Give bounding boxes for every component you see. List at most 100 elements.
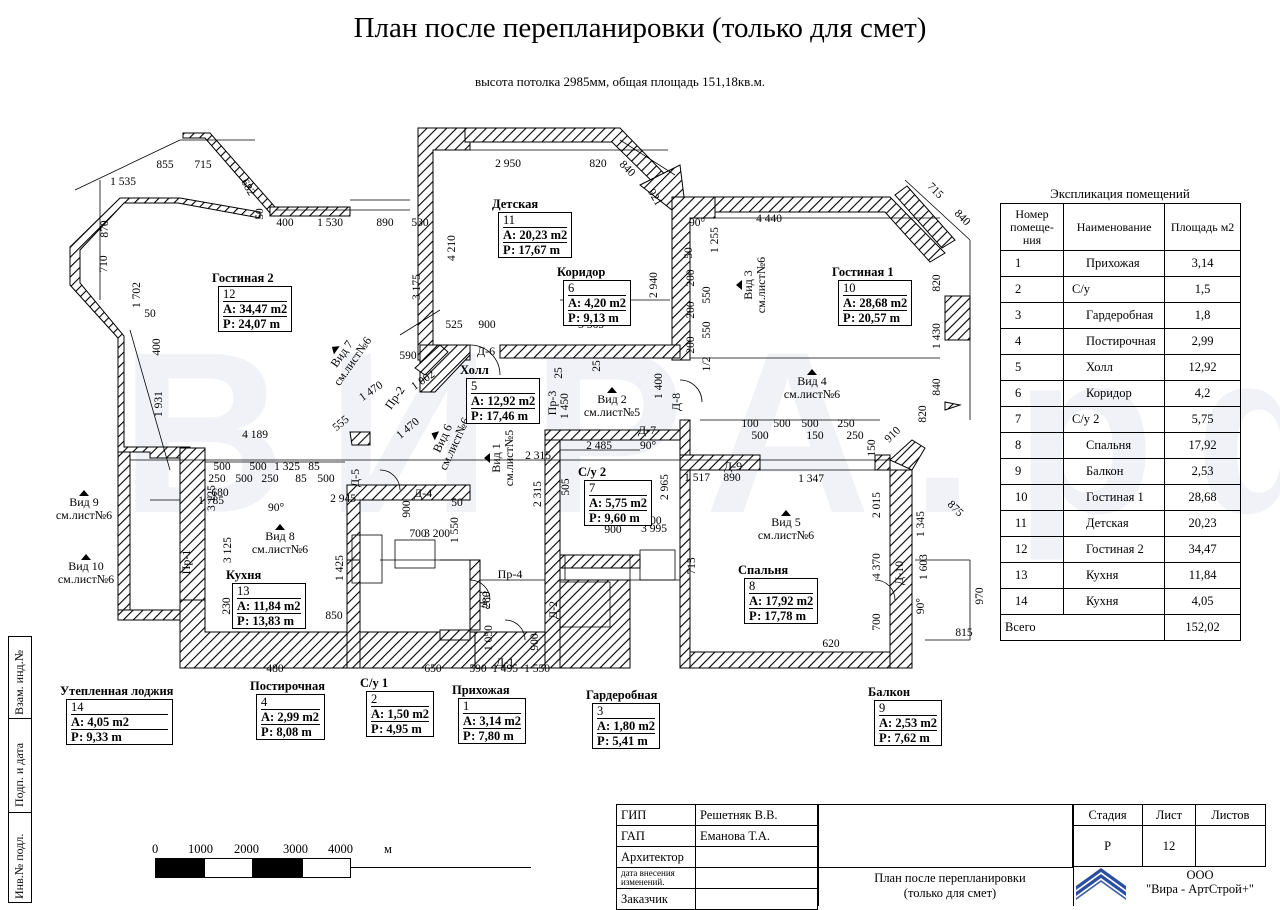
dimension-label: 2 940 [648, 272, 660, 298]
wall-segment [117, 609, 181, 621]
dimension-label: 4 440 [756, 213, 782, 225]
room-name: Гардеробная [586, 688, 658, 702]
dimension-line [129, 329, 171, 471]
room-name: Холл [460, 363, 489, 377]
dimension-label: 620 [822, 638, 840, 650]
room-number: 11 [503, 213, 568, 228]
dimension-label: 715 [686, 557, 698, 575]
dimension-label: 700 [409, 528, 427, 540]
view-arrow-icon [431, 431, 440, 441]
room-perimeter: Р: 20,57 m [843, 311, 901, 325]
dimension-label: 200 [685, 269, 697, 287]
dimension-label: 820 [917, 405, 929, 423]
page-subtitle: высота потолка 2985мм, общая площадь 151… [474, 74, 766, 89]
view-label: Вид 5 [771, 515, 801, 529]
wall-segment [544, 429, 561, 669]
door-label: Д-5 [348, 469, 362, 487]
expl-name: Гостиная 2 [1062, 536, 1166, 563]
room-area: А: 4,05 m2 [71, 715, 169, 730]
expl-name: Кухня [1062, 588, 1166, 615]
wall-segment [269, 206, 351, 217]
dimension-line [904, 179, 971, 241]
expl-total-value: 152,02 [1164, 614, 1241, 641]
wall-segment [559, 579, 631, 669]
expl-name: Коридор [1062, 380, 1166, 407]
plumbing-fixture [559, 581, 611, 628]
expl-area: 28,68 [1164, 484, 1241, 511]
dimension-label: 4 370 [871, 553, 883, 579]
expl-name: Балкон [1062, 458, 1166, 485]
room-name: Гостиная 2 [212, 271, 274, 285]
room-number: 7 [589, 481, 647, 496]
dimension-label: 250 [208, 473, 226, 485]
expl-number: 2 [1000, 276, 1064, 303]
company-name: ООО "Вира - АртСтрой+" [1130, 868, 1270, 896]
dimension-label: 890 [723, 472, 741, 484]
gap-label: ГАП [616, 825, 696, 847]
room-area: А: 34,47 m2 [223, 302, 288, 317]
page-title: План после перепланировки (только для см… [353, 12, 927, 44]
dimension-label: 90° [640, 440, 657, 452]
dimension-label: 710 [98, 255, 110, 273]
expl-number: 6 [1000, 380, 1064, 407]
door-swing [874, 579, 896, 601]
dimension-label: 1 931 [153, 391, 165, 417]
expl-number: 14 [1000, 588, 1064, 615]
expl-area: 1,8 [1164, 302, 1241, 329]
room-name: Балкон [868, 685, 911, 699]
room-number: 6 [568, 281, 626, 296]
room-number: 12 [223, 287, 288, 302]
view-sheet-ref: см.лист№5 [584, 405, 640, 419]
room-area: А: 28,68 m2 [843, 296, 908, 311]
stamp-column: Взам. инд.№ Подп. и дата Инв.№ подл. [8, 636, 32, 903]
room-area: А: 3,14 m2 [463, 714, 521, 729]
room-area: А: 4,20 m2 [568, 296, 626, 311]
dimension-label: 500 [773, 418, 791, 430]
door-label: Д-8 [669, 393, 683, 411]
wall-segment [346, 559, 361, 669]
room-number: 2 [371, 692, 429, 707]
dimension-label: 815 [955, 627, 973, 639]
view-marker: Вид 9см.лист№6 [56, 490, 112, 522]
dimension-label: 4 189 [242, 429, 268, 441]
dimension-label: 900 [478, 319, 496, 331]
dimension-label: 680 [211, 487, 229, 499]
dimension-label: 90° [915, 598, 927, 615]
dimension-label: 1 535 [110, 176, 136, 188]
door-swing [379, 469, 401, 491]
room-name: Спальня [738, 563, 789, 577]
wall-segment [944, 401, 962, 411]
dimension-label: 1 050 [483, 625, 495, 651]
expl-area: 1,5 [1164, 276, 1241, 303]
plumbing-fixture [564, 554, 631, 581]
wall-segment [689, 651, 913, 669]
view-arrow-icon [331, 346, 340, 355]
door-label: Пр-1 [179, 550, 193, 575]
dimension-label: 250 [846, 430, 864, 442]
view-arrow-icon [736, 280, 742, 290]
dimension-label: 1 470 [357, 379, 385, 404]
view-marker: Вид 5см.лист№6 [758, 510, 814, 542]
dimension-label: 840 [931, 378, 943, 396]
stage-value: Р [1071, 825, 1144, 867]
dimension-label: 50 [144, 308, 156, 320]
dimension-label: 480 [266, 663, 284, 675]
wall-segment [889, 439, 926, 471]
room-area: А: 5,75 m2 [589, 496, 647, 511]
stage-label: Стадия [1071, 804, 1144, 826]
explication-table: Номер помеще-ния Наименование Площадь м2… [999, 203, 1241, 641]
dimension-label: 90° [689, 217, 706, 229]
room-perimeter: Р: 4,95 m [371, 722, 422, 736]
expl-header-area: Площадь м2 [1164, 203, 1241, 251]
